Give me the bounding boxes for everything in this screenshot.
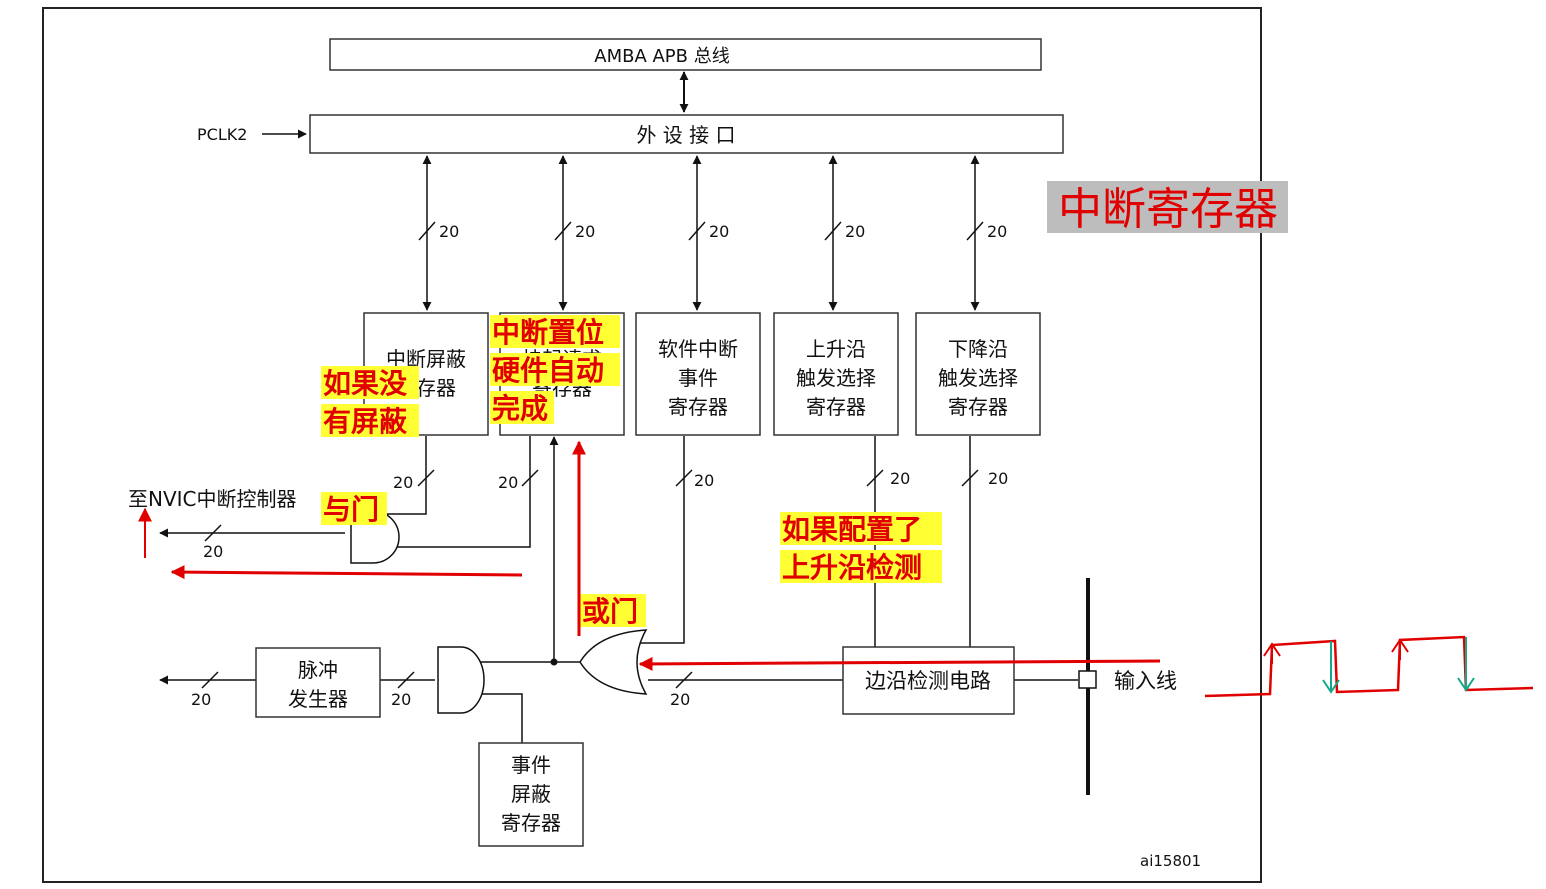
junction-dot xyxy=(550,658,558,666)
rising-edge-markers xyxy=(1263,638,1409,664)
or-gate-note: 或门 xyxy=(582,595,638,628)
event-mask-line2: 屏蔽 xyxy=(511,782,551,806)
bus-width-label: 20 xyxy=(191,690,211,709)
bus-width-label: 20 xyxy=(987,222,1007,241)
input-pin xyxy=(1078,670,1097,689)
sw-int-register-line2: 事件 xyxy=(678,366,718,390)
and-gate-event xyxy=(437,646,485,714)
rising-register-line3: 寄存器 xyxy=(806,395,866,419)
edge-detect-box xyxy=(842,646,1015,715)
pulse-generator-line1: 脉冲 xyxy=(298,658,338,682)
input-line-label: 输入线 xyxy=(1114,669,1177,693)
bus-width-label: 20 xyxy=(498,473,518,492)
or-gate-note-bg xyxy=(580,594,646,627)
pending-note: 中断置位 硬件自动 完成 xyxy=(490,315,620,425)
falling-register-line3: 寄存器 xyxy=(948,395,1008,419)
edge-detect-label: 边沿检测电路 xyxy=(865,669,991,693)
bus-width-label: 20 xyxy=(845,222,865,241)
annotation-title: 中断寄存器 xyxy=(1058,184,1278,235)
register-bus-arrows xyxy=(418,155,984,311)
event-mask-line3: 寄存器 xyxy=(501,811,561,835)
bus-width-label: 20 xyxy=(575,222,595,241)
falling-register-line1: 下降沿 xyxy=(948,337,1008,361)
pulse-generator-line2: 发生器 xyxy=(288,687,348,711)
peripheral-interface-box xyxy=(309,114,1064,154)
bus-width-label: 20 xyxy=(439,222,459,241)
amba-bus-label: AMBA APB 总线 xyxy=(594,46,729,67)
mask-note-line2: 有屏蔽 xyxy=(323,405,408,438)
amba-bus-box xyxy=(329,38,1042,71)
title-highlight xyxy=(1047,181,1288,233)
pending-note-line3: 完成 xyxy=(492,392,548,425)
and-gate-note-bg xyxy=(321,492,387,525)
event-mask-register-box xyxy=(478,742,584,847)
rising-note-line1: 如果配置了 xyxy=(782,513,922,546)
input-waveform xyxy=(1204,635,1534,698)
pulse-generator-box xyxy=(255,647,381,718)
mask-note: 如果没 有屏蔽 xyxy=(321,366,419,438)
bus-width-label: 20 xyxy=(890,469,910,488)
bus-width-label: 20 xyxy=(694,471,714,490)
pending-note-line1: 中断置位 xyxy=(492,316,604,349)
register-bus-width-labels: 20 20 20 20 20 xyxy=(439,222,1007,241)
figure-id: ai15801 xyxy=(1140,852,1201,870)
nvic-label: 至NVIC中断控制器 xyxy=(128,487,297,511)
rising-register-line1: 上升沿 xyxy=(806,337,866,361)
falling-edge-markers xyxy=(1322,637,1475,694)
bus-width-label: 20 xyxy=(391,690,411,709)
figure-frame xyxy=(42,7,1262,883)
rising-note-line2: 上升沿检测 xyxy=(782,551,922,584)
mask-note-line1: 如果没 xyxy=(323,367,407,400)
bus-width-label: 20 xyxy=(203,542,223,561)
rising-note: 如果配置了 上升沿检测 xyxy=(780,512,942,584)
pending-note-line2: 硬件自动 xyxy=(492,354,604,387)
peripheral-interface-label: 外 设 接 口 xyxy=(636,123,735,147)
event-mask-line1: 事件 xyxy=(511,753,551,777)
bus-width-label: 20 xyxy=(393,473,413,492)
signal-flow-arrows xyxy=(138,440,1161,671)
sw-int-register-line3: 寄存器 xyxy=(668,395,728,419)
pclk2-label: PCLK2 xyxy=(197,125,247,144)
rising-register-line2: 触发选择 xyxy=(796,366,876,390)
and-gate-note: 与门 xyxy=(323,493,379,526)
falling-register-line2: 触发选择 xyxy=(938,366,1018,390)
sw-int-register-line1: 软件中断 xyxy=(658,337,738,361)
bus-width-label: 20 xyxy=(709,222,729,241)
bus-width-label: 20 xyxy=(670,690,690,709)
bus-width-label: 20 xyxy=(988,469,1008,488)
or-gate xyxy=(579,629,648,695)
